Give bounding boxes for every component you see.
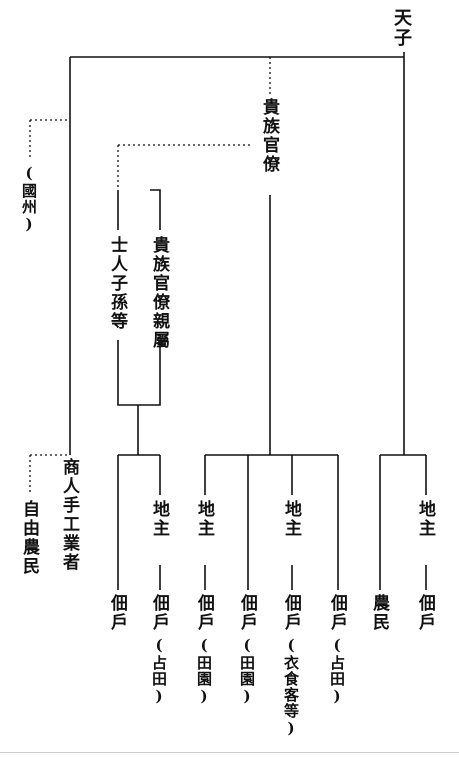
qualifier-denen-2: (田園) [238,636,256,706]
node-denko-6: 佃戶 [327,594,347,632]
node-kizoku-shinzoku: 貴族官僚親屬 [149,236,169,350]
node-denko-5: 佃戶 [281,594,301,632]
node-denko-4: 佃戶 [237,594,257,632]
node-denko-1: 佃戶 [107,594,127,632]
qualifier-denen-1: (田園) [195,636,213,706]
node-shijin-shison: 士人子孫等 [107,236,127,331]
qualifier-sendan-1: (占田) [150,636,168,706]
qualifier-sendan-2: (占田) [328,636,346,706]
node-denko-7: 佃戶 [415,594,435,632]
node-denko-3: 佃戶 [194,594,214,632]
node-jinushi-2: 地主 [194,500,214,538]
qualifier-ishoku-kyaku: (衣食客等) [282,636,300,738]
bottom-rule [0,752,459,753]
node-jinushi-3: 地主 [281,500,301,538]
node-jinushi-4: 地主 [415,500,435,538]
node-jinushi-1: 地主 [149,500,169,538]
node-nomin: 農民 [369,594,389,632]
node-denko-2: 佃戶 [149,594,169,632]
node-jiyu-nomin: 自由農民 [19,500,39,576]
node-shonin: 商人手工業者 [59,458,79,572]
node-kizoku-kanryo: 貴族官僚 [259,98,279,174]
node-kokushu: (國州) [20,164,38,234]
node-tenshi: 天子 [391,8,412,48]
